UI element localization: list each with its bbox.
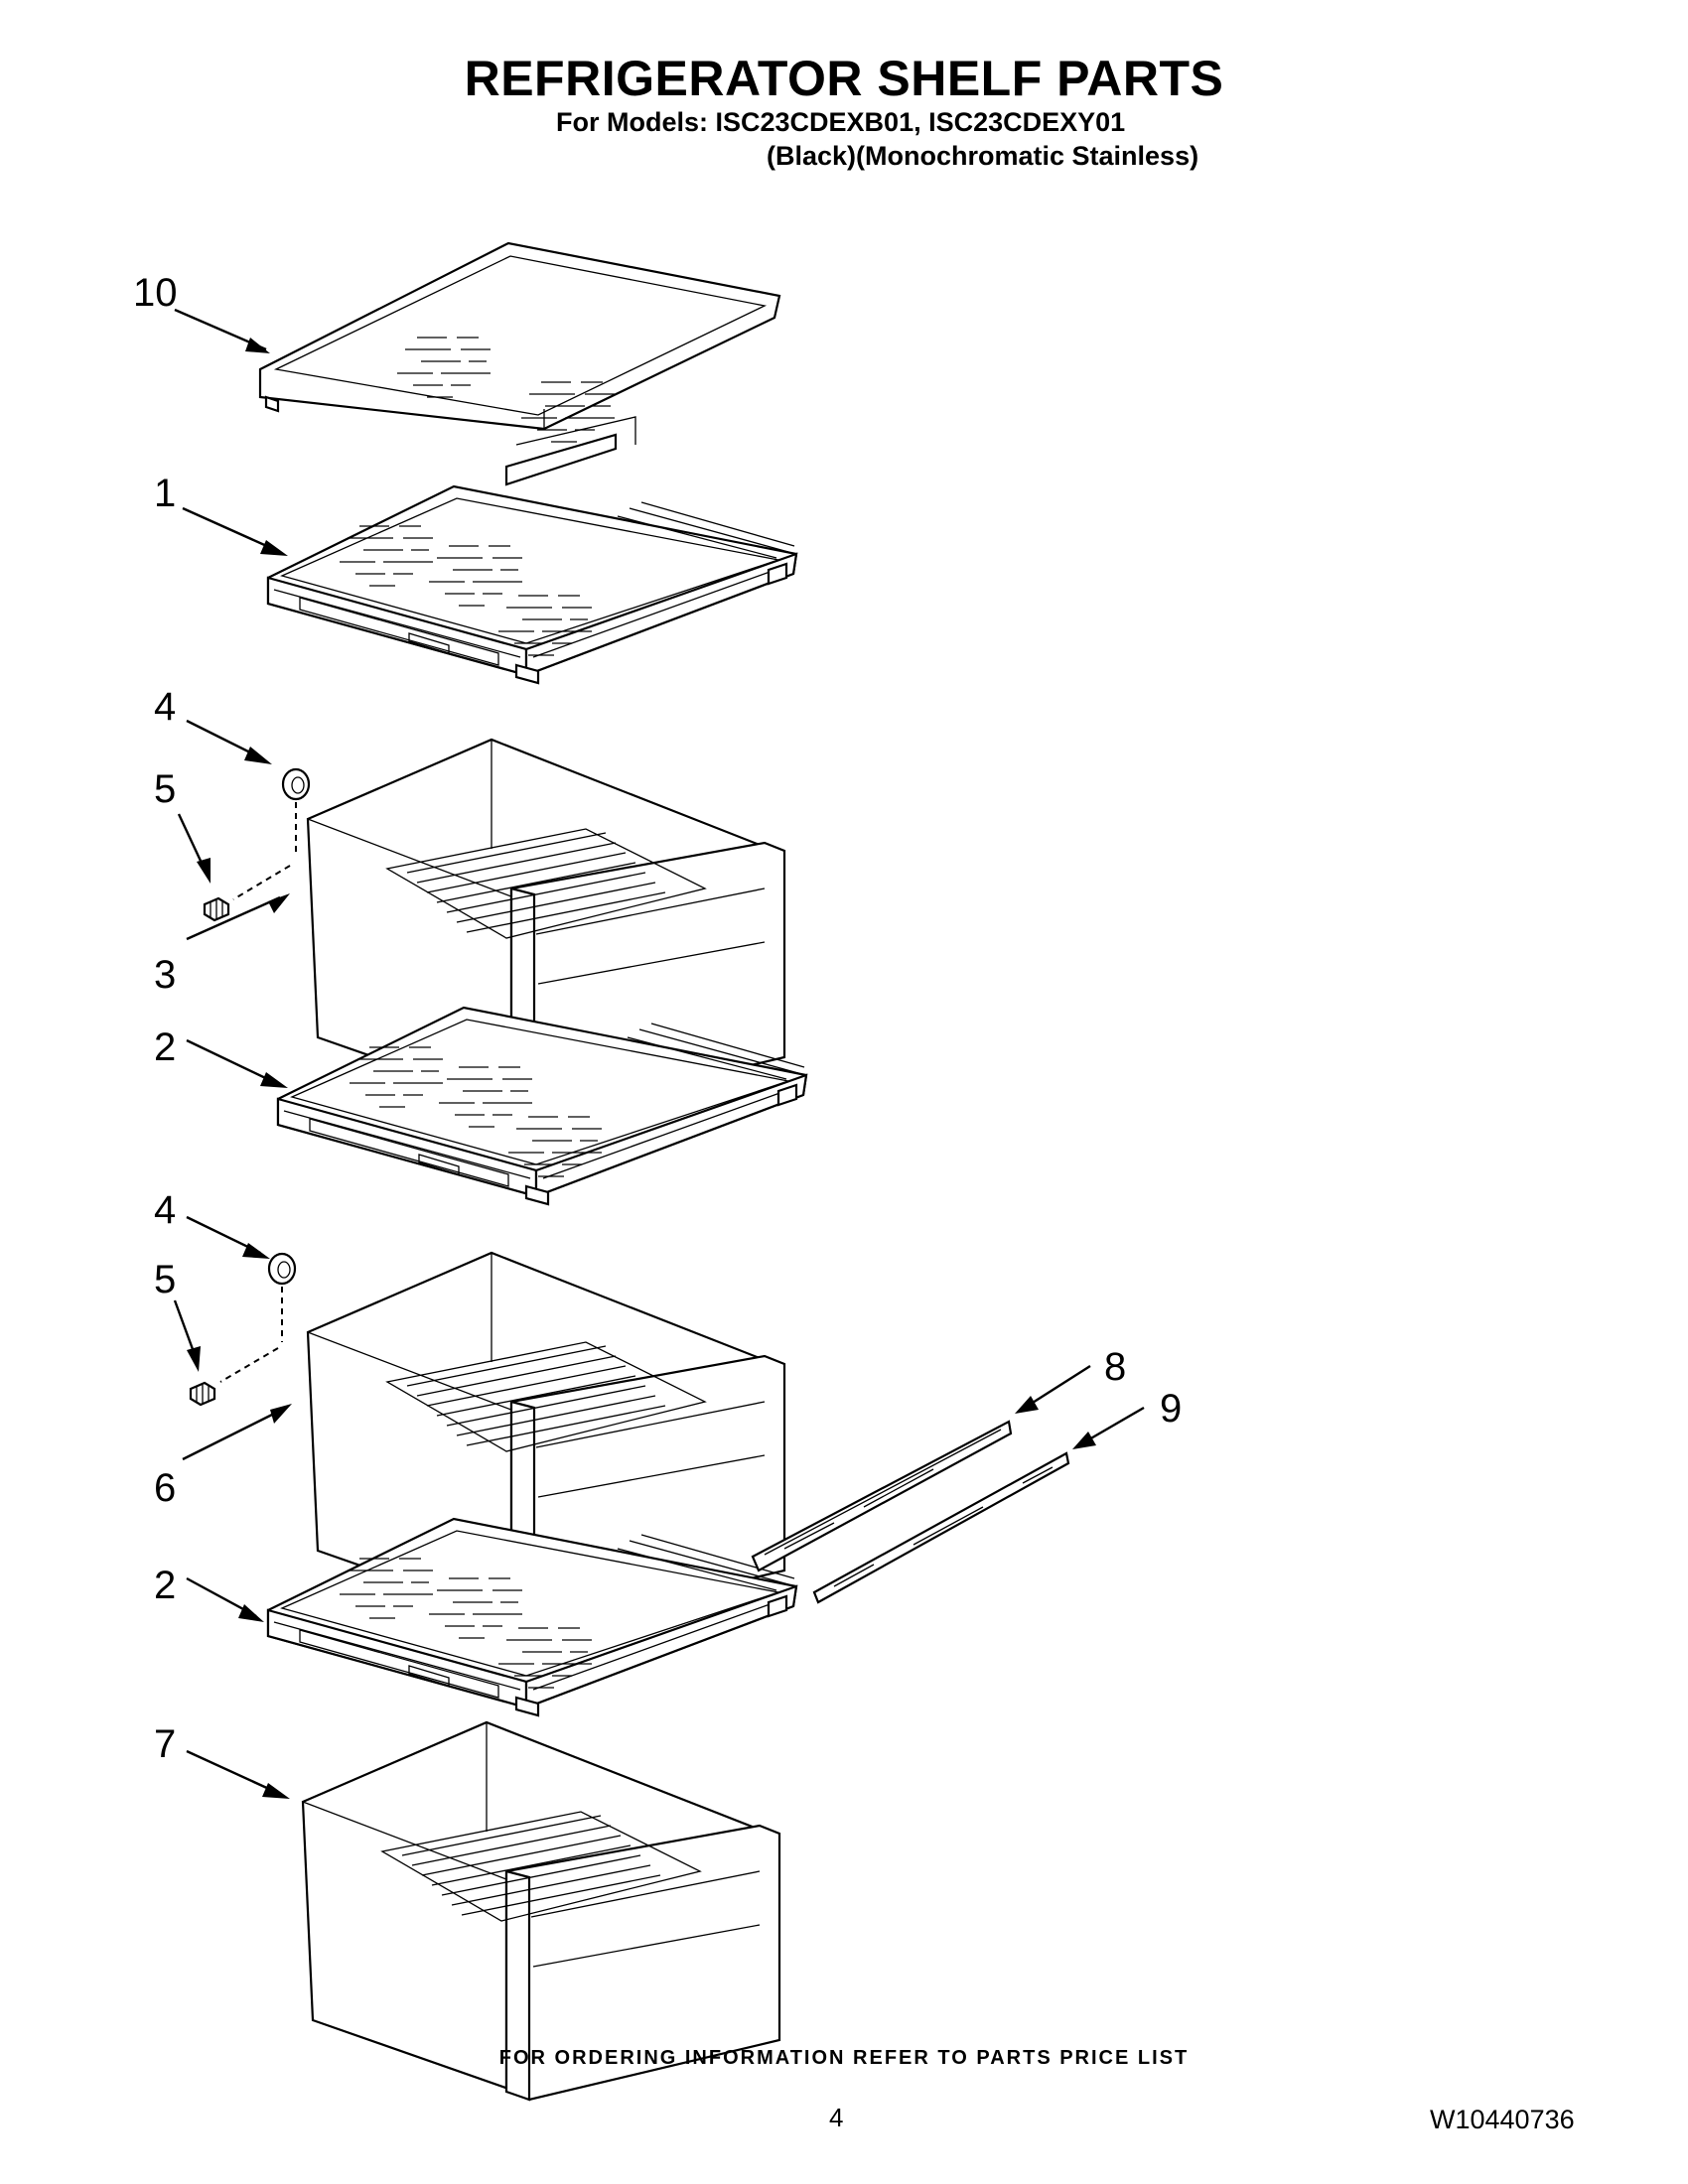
part-5-stud-lower [189,1381,216,1407]
part-4-roller-upper [281,767,311,801]
callout-2-lower: 2 [154,1564,176,1607]
page-title: REFRIGERATOR SHELF PARTS [464,51,1224,106]
callout-5-lower: 5 [154,1258,176,1301]
callout-10: 10 [133,271,178,315]
ordering-information-note: FOR ORDERING INFORMATION REFER TO PARTS … [498,2047,1190,2069]
part-4-roller-lower [267,1252,297,1286]
part-8-slide-rail [751,1420,1013,1572]
callout-5-upper: 5 [154,767,176,811]
part-9-rail-bracket [812,1451,1070,1604]
models-line: For Models: ISC23CDEXB01, ISC23CDEXY01 [556,107,1126,137]
leader-lines [173,308,1145,1799]
part-10-shelf [258,241,781,486]
callout-8: 8 [1104,1345,1126,1389]
callout-4-upper: 4 [154,685,176,729]
part-7-drawer [301,1720,781,2102]
callout-4-lower: 4 [154,1188,176,1232]
color-variants-line: (Black)(Monochromatic Stainless) [767,141,1199,171]
callout-9: 9 [1160,1387,1182,1431]
callout-6: 6 [154,1466,176,1510]
document-number: W10440736 [1430,2105,1575,2134]
part-5-stud-upper [203,896,230,922]
callout-7: 7 [154,1722,176,1766]
callout-3: 3 [154,953,176,997]
callout-labels: 10 1 4 5 3 2 4 5 6 2 7 8 9 [133,271,1182,1766]
callout-2-upper: 2 [154,1025,176,1069]
part-1-shelf [268,486,796,683]
page-number: 4 [829,2103,844,2132]
callout-1: 1 [154,472,176,515]
